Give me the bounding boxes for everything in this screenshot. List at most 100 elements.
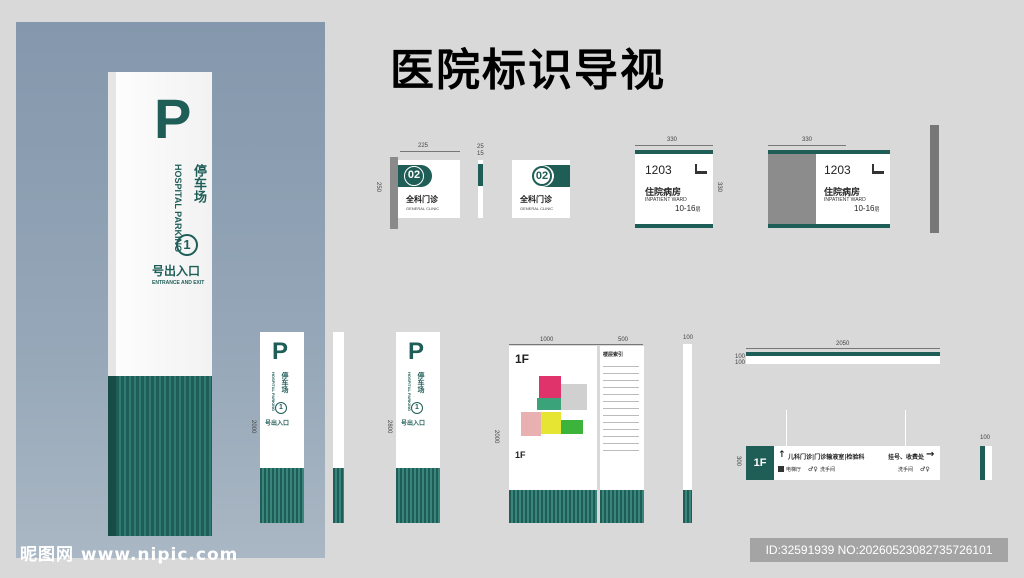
parking-cn: 停车场 xyxy=(191,164,206,203)
ward-sign-mounted: 1203 住院病房 INPATIENT WARD 10-16层 xyxy=(768,150,890,228)
ward2-floor: 10-16层 xyxy=(854,204,879,213)
pylon-face xyxy=(116,72,212,376)
dim-hang-h2: 100 xyxy=(735,360,746,366)
clinic-number: 02 xyxy=(404,166,424,186)
ward2-en: INPATIENT WARD xyxy=(824,197,866,203)
clinic-cn: 全科门诊 xyxy=(406,195,438,204)
floor-index-base xyxy=(600,490,644,523)
entrance-cn: 号出入口 xyxy=(152,264,201,278)
clinic-side-view xyxy=(478,160,483,218)
dim-ward-h: 330 xyxy=(716,182,722,193)
hang-floor: 1F xyxy=(746,446,774,480)
dim-clinic-side-b: 15 xyxy=(477,151,484,157)
ward-top-bar xyxy=(635,150,713,154)
clinic-sign-front: 02 全科门诊 GENERAL CLINIC xyxy=(512,160,570,218)
bed-icon xyxy=(695,164,707,174)
floor-map-board: 1F 1F xyxy=(509,346,597,490)
arrow-up-icon: ↑ xyxy=(778,450,786,460)
map-zone-green xyxy=(537,398,561,410)
pylon2-en: HOSPITAL PARKING xyxy=(407,372,412,412)
hang-washroom-2: 洗手间 xyxy=(898,467,914,473)
pylon2-p: P xyxy=(408,338,425,365)
hang-top-strip-white xyxy=(746,356,940,364)
map-zone-gray xyxy=(561,384,587,410)
pylon2-num: 1 xyxy=(411,402,423,414)
ward-floor: 10-16层 xyxy=(675,204,700,213)
clinic-side-band xyxy=(478,164,483,186)
dim-floor-d: 100 xyxy=(683,335,694,341)
dim-hang-h3: 300 xyxy=(735,456,741,467)
watermark-left: 昵图网 www.nipic.com xyxy=(20,545,239,565)
ward2-cn: 住院病房 xyxy=(824,188,861,198)
pylon-drawing-entry: 号出入口 xyxy=(265,420,290,427)
floor-side-view xyxy=(683,344,692,490)
dim-pylon-h2: 2800 xyxy=(386,420,392,434)
pylon2-base xyxy=(396,468,440,523)
map-zone-pink xyxy=(521,412,541,436)
pylon2-entry: 号出入口 xyxy=(401,420,426,427)
map-zone-red xyxy=(539,376,561,398)
dim-line xyxy=(635,145,713,146)
hang-top-strip xyxy=(746,352,940,356)
parking-pylon-render: P 停车场 HOSPITAL PARKING 1 号出入口 ENTRANCE A… xyxy=(16,22,325,558)
washroom-icon: ♂♀ xyxy=(808,466,818,473)
arrow-right-icon: → xyxy=(926,449,935,460)
hang-elevator: 电梯厅 xyxy=(786,467,802,473)
entrance-en: ENTRANCE AND EXIT xyxy=(152,280,205,286)
watermark-right: ID:32591939 NO:20260523082735726101 xyxy=(750,538,1008,562)
hang-washroom: 洗手间 xyxy=(820,467,836,473)
floor-index-rows xyxy=(603,366,639,456)
ward2-bottom-bar xyxy=(768,224,890,228)
dim-hang-w: 2050 xyxy=(836,341,850,347)
dim-clinic-w: 225 xyxy=(418,143,429,149)
map-zone-green-2 xyxy=(561,420,583,434)
dim-line xyxy=(768,145,846,146)
dim-ward-w: 330 xyxy=(667,137,678,143)
page-title: 医院标识导视 xyxy=(390,45,666,96)
dim-hang-side: 100 xyxy=(980,435,991,441)
ward2-top-bar xyxy=(768,150,890,154)
map-zone-yellow xyxy=(541,412,561,434)
ward-sign: 1203 住院病房 INPATIENT WARD 10-16层 xyxy=(635,150,713,228)
floor-side-base xyxy=(683,490,692,523)
dim-pylon-h1: 2000 xyxy=(250,420,256,434)
clinic-sign: 02 全科门诊 GENERAL CLINIC xyxy=(398,160,460,218)
clinic-number-front: 02 xyxy=(532,166,552,186)
bed-icon xyxy=(872,164,884,174)
ward-floor-unit: 层 xyxy=(695,207,701,213)
floor-index-title: 楼层索引 xyxy=(603,352,624,358)
entrance-number: 1 xyxy=(176,234,198,256)
dim-ward2-w: 330 xyxy=(802,137,813,143)
ward-cn: 住院病房 xyxy=(645,188,682,198)
dim-line xyxy=(746,348,940,349)
clinic-en: GENERAL CLINIC xyxy=(406,206,440,211)
ward-bottom-bar xyxy=(635,224,713,228)
pylon-drawing: P 停车场 HOSPITAL PARKING 1 号出入口 xyxy=(260,332,304,468)
dim-hang-h1: 100 xyxy=(735,354,746,360)
hang-right-text: 挂号、收费处 xyxy=(888,454,925,461)
pylon-side-panel xyxy=(108,77,116,376)
floor-map-label-2: 1F xyxy=(515,450,526,460)
ward-en: INPATIENT WARD xyxy=(645,197,687,203)
pylon-drawing-num: 1 xyxy=(275,402,287,414)
dim-floor-w1: 1000 xyxy=(540,337,554,343)
parking-en: HOSPITAL PARKING xyxy=(173,164,183,253)
ward-floor-value: 10-16 xyxy=(675,204,696,213)
clinic-badge: 02 xyxy=(398,165,432,187)
clinic-cn-front: 全科门诊 xyxy=(520,195,552,204)
washroom-icon-2: ♂♀ xyxy=(920,466,930,473)
dim-clinic-h: 250 xyxy=(375,182,381,193)
pylon-drawing-en: HOSPITAL PARKING xyxy=(271,372,276,412)
pylon-drawing-2: P 停车场 HOSPITAL PARKING 1 号出入口 xyxy=(396,332,440,468)
pylon-base-side xyxy=(108,376,116,536)
elevator-icon xyxy=(778,466,784,472)
dim-clinic-side-a: 25 xyxy=(477,144,484,150)
floor-index-board: 楼层索引 xyxy=(600,346,644,490)
ward2-floor-unit: 层 xyxy=(874,207,880,213)
dim-line xyxy=(400,151,460,152)
pylon-drawing-p: P xyxy=(272,338,289,365)
pylon-side-base xyxy=(333,468,344,523)
ward2-floor-value: 10-16 xyxy=(854,204,875,213)
ward2-room: 1203 xyxy=(824,163,851,177)
pylon-side-drawing xyxy=(333,332,344,468)
